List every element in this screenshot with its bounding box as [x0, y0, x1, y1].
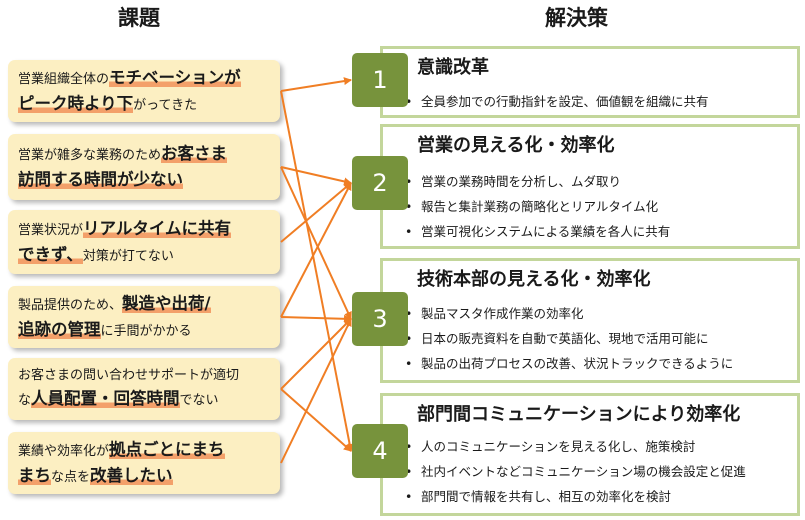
solution-2-bullets: 営業の業務時間を分析し、ムダ取り 報告と集計業務の簡略化とリアルタイム化 営業可…	[405, 173, 670, 241]
problem-5-text-1-1: お客さまの問い合わせサポートが適切	[18, 368, 240, 384]
problem-4-text-1-1: 製品提供のため、	[18, 298, 123, 314]
problem-box-4: 製品提供のため、製造や出荷/ 追跡の管理に手間がかかる	[8, 286, 280, 348]
solution-number-3: 3	[352, 292, 408, 346]
solution-box-4: 部門間コミュニケーションにより効率化 人のコミュニケーションを見える化し、施策検…	[380, 393, 800, 516]
problem-2-text-2-1: 訪問する時間が少ない	[18, 170, 183, 189]
problem-3-line-1: 営業状況がリアルタイムに共有	[18, 216, 270, 242]
arrow-problem-4-to-solution-3	[280, 314, 352, 323]
solution-number-1: 1	[352, 53, 408, 107]
solution-number-2: 2	[352, 156, 408, 210]
problem-2-text-1-1: 営業が雑多な業務のため	[18, 148, 162, 164]
problem-4-text-1-2: 製造や出荷/	[122, 294, 211, 314]
problem-1-text-2-1: ピーク時より下	[18, 94, 134, 113]
problem-3-text-2-2: 対策が打てない	[82, 249, 174, 264]
problem-1-line-1: 営業組織全体のモチベーションが	[18, 65, 270, 91]
solution-3-bullet-1: 製品マスタ作成作業の効率化	[405, 305, 733, 323]
problem-3-text-2-1: できず、	[18, 245, 83, 264]
solution-3-bullet-2: 日本の販売資料を自動で英語化、現地で活用可能に	[405, 330, 733, 348]
problem-6-line-1: 業績や効率化が拠点ごとにまち	[18, 437, 270, 463]
problem-box-5: お客さまの問い合わせサポートが適切 な人員配置・回答時間でない	[8, 358, 280, 420]
problem-5-line-2: な人員配置・回答時間でない	[18, 386, 270, 412]
solution-number-4: 4	[352, 424, 408, 478]
solution-1-title: 意識改革	[417, 57, 489, 78]
problem-2-line-2: 訪問する時間が少ない	[18, 167, 270, 193]
problem-6-text-1-2: 拠点ごとにまち	[109, 440, 225, 460]
problem-1-text-1-2: モチベーションが	[109, 68, 241, 88]
arrow-problem-3-to-solution-2	[280, 182, 352, 243]
solution-3-title: 技術本部の見える化・効率化	[417, 269, 651, 290]
problem-box-6: 業績や効率化が拠点ごとにまち まちな点を改善したい	[8, 432, 280, 494]
problem-6-text-2-1: まち	[18, 466, 51, 485]
problem-5-text-2-2: 人員配置・回答時間	[31, 389, 180, 409]
solution-box-2: 営業の見える化・効率化 営業の業務時間を分析し、ムダ取り 報告と集計業務の簡略化…	[380, 124, 800, 249]
solution-4-bullet-3: 部門間で情報を共有し、相互の効率化を検討	[405, 488, 746, 506]
arrow-problem-2-to-solution-3	[280, 166, 352, 320]
solution-box-3: 技術本部の見える化・効率化 製品マスタ作成作業の効率化 日本の販売資料を自動で英…	[380, 258, 800, 383]
arrow-problem-5-to-solution-4	[280, 388, 352, 452]
problem-1-text-1-1: 営業組織全体の	[18, 72, 110, 88]
solution-4-bullet-1: 人のコミュニケーションを見える化し、施策検討	[405, 438, 746, 456]
problem-4-line-1: 製品提供のため、製造や出荷/	[18, 291, 270, 317]
arrow-problem-1-to-solution-1	[280, 77, 352, 92]
solution-4-title: 部門間コミュニケーションにより効率化	[417, 404, 741, 425]
problem-4-text-2-1: 追跡の管理	[18, 320, 101, 339]
problem-3-line-2: できず、対策が打てない	[18, 242, 270, 268]
problem-6-text-2-2: な点を	[51, 470, 91, 485]
arrow-problem-4-to-solution-2	[280, 182, 352, 318]
arrow-problem-6-to-solution-3	[280, 318, 352, 464]
problem-5-text-2-1: な	[18, 393, 32, 409]
problem-5-text-2-3: でない	[179, 393, 219, 409]
problem-3-text-1-2: リアルタイムに共有	[83, 219, 232, 239]
solution-3-bullet-3: 製品の出荷プロセスの改善、状況トラックできるように	[405, 355, 733, 373]
problem-box-1: 営業組織全体のモチベーションが ピーク時より下がってきた	[8, 60, 280, 122]
solution-2-bullet-2: 報告と集計業務の簡略化とリアルタイム化	[405, 198, 670, 216]
problem-2-line-1: 営業が雑多な業務のためお客さま	[18, 141, 270, 167]
solution-1-bullet-1: 全員参加での行動指針を設定、価値観を組織に共有	[405, 93, 709, 111]
solution-4-bullet-2: 社内イベントなどコミュニケーション場の機会設定と促進	[405, 463, 746, 481]
arrow-problem-2-to-solution-2	[280, 166, 352, 186]
problem-1-text-2-2: がってきた	[133, 98, 198, 113]
problem-4-text-2-2: に手間がかかる	[100, 324, 192, 339]
problem-box-2: 営業が雑多な業務のためお客さま 訪問する時間が少ない	[8, 134, 280, 200]
solution-2-bullet-1: 営業の業務時間を分析し、ムダ取り	[405, 173, 670, 191]
problem-box-3: 営業状況がリアルタイムに共有 できず、対策が打てない	[8, 210, 280, 274]
solution-2-bullet-3: 営業可視化システムによる業績を各人に共有	[405, 223, 670, 241]
arrow-problem-5-to-solution-3	[280, 318, 352, 390]
arrow-problem-1-to-solution-4	[280, 90, 354, 452]
problem-6-text-1-1: 業績や効率化が	[18, 444, 110, 460]
solutions-header: 解決策	[545, 6, 608, 30]
solution-4-bullets: 人のコミュニケーションを見える化し、施策検討 社内イベントなどコミュニケーション…	[405, 438, 746, 506]
problem-6-text-2-3: 改善したい	[90, 466, 173, 485]
problems-header: 課題	[118, 6, 160, 30]
solution-1-bullets: 全員参加での行動指針を設定、価値観を組織に共有	[405, 93, 709, 111]
problem-1-line-2: ピーク時より下がってきた	[18, 91, 270, 117]
solution-3-bullets: 製品マスタ作成作業の効率化 日本の販売資料を自動で英語化、現地で活用可能に 製品…	[405, 305, 733, 373]
problem-2-text-1-2: お客さま	[161, 144, 228, 164]
solution-2-title: 営業の見える化・効率化	[417, 135, 615, 156]
problem-6-line-2: まちな点を改善したい	[18, 463, 270, 489]
problem-3-text-1-1: 営業状況が	[18, 223, 84, 239]
solution-box-1: 意識改革 全員参加での行動指針を設定、価値観を組織に共有	[380, 46, 800, 118]
problem-4-line-2: 追跡の管理に手間がかかる	[18, 317, 270, 343]
problem-5-line-1: お客さまの問い合わせサポートが適切	[18, 366, 270, 386]
